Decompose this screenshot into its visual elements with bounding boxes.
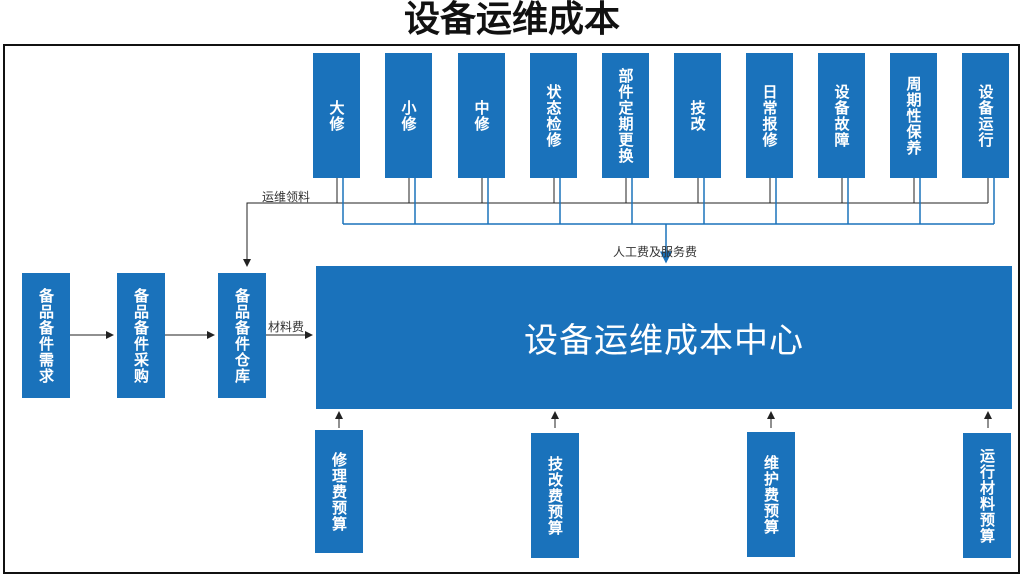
box-yunxing-cailiao-yusuan: 运行材料预算 [963, 433, 1011, 558]
top-box-zhongxiu: 中修 [458, 53, 505, 178]
top-box-label: 部件定期更换 [616, 67, 635, 164]
top-box-label: 周期性保养 [904, 75, 923, 156]
top-box-label: 中修 [472, 99, 491, 132]
top-box-label: 小修 [399, 99, 418, 132]
box-beipin-cangku: 备品备件仓库 [218, 273, 266, 398]
box-jigai-yusuan: 技改费预算 [531, 433, 579, 558]
bottom-box-label: 运行材料预算 [978, 447, 996, 544]
top-box-richang: 日常报修 [746, 53, 793, 178]
label-rengong-fuwu: 人工费及服务费 [613, 245, 698, 259]
label-yunwei-lingliao: 运维领料 [262, 190, 311, 204]
top-box-daxiu: 大修 [313, 53, 360, 178]
left-box-label: 备品备件仓库 [233, 287, 251, 384]
bottom-box-label: 维护费预算 [762, 454, 780, 535]
top-box-label: 设备运行 [976, 83, 995, 148]
left-box-label: 备品备件采购 [132, 287, 150, 384]
diagram-frame [3, 44, 1020, 574]
box-xiuli-yusuan: 修理费预算 [315, 430, 363, 553]
top-box-xiaoxiu: 小修 [385, 53, 432, 178]
box-beipin-xuqiu: 备品备件需求 [22, 273, 70, 398]
top-box-zhuangtai: 状态检修 [530, 53, 577, 178]
top-box-label: 日常报修 [760, 83, 779, 148]
cost-center-box: 设备运维成本中心 [316, 266, 1012, 409]
top-box-guzhang: 设备故障 [818, 53, 865, 178]
top-box-label: 状态检修 [544, 83, 563, 148]
top-box-label: 设备故障 [832, 83, 851, 148]
bottom-box-label: 修理费预算 [330, 451, 348, 532]
box-weihu-yusuan: 维护费预算 [747, 432, 795, 557]
top-box-label: 大修 [327, 99, 346, 132]
top-box-label: 技改 [688, 99, 707, 132]
top-box-bujian: 部件定期更换 [602, 53, 649, 178]
box-beipin-caigou: 备品备件采购 [117, 273, 165, 398]
top-box-jigai: 技改 [674, 53, 721, 178]
top-box-yunxing: 设备运行 [962, 53, 1009, 178]
cost-center-label: 设备运维成本中心 [524, 321, 804, 361]
left-box-label: 备品备件需求 [37, 287, 55, 384]
bottom-box-label: 技改费预算 [546, 455, 564, 536]
page-title: 设备运维成本 [403, 0, 620, 40]
label-cailiao: 材料费 [268, 320, 305, 334]
top-box-baoyang: 周期性保养 [890, 53, 937, 178]
